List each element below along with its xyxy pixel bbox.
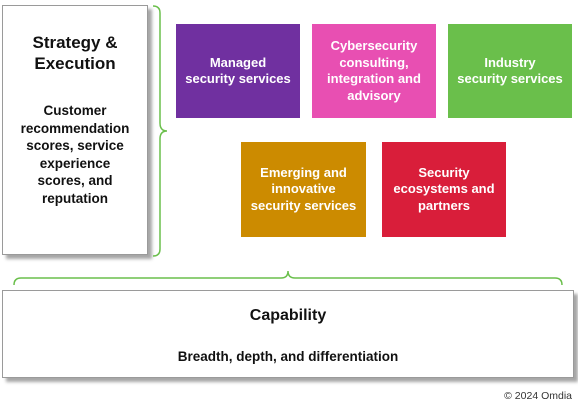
tile-industry-security-services: Industry security services — [448, 24, 572, 118]
tile-security-ecosystems-partners: Security ecosystems and partners — [382, 142, 506, 237]
capability-title: Capability — [249, 307, 327, 324]
strategy-execution-panel: Strategy & Execution Customer recommenda… — [2, 5, 148, 255]
tile-managed-security-services: Managed security services — [176, 24, 300, 118]
tile-emerging-innovative-services: Emerging and innovative security service… — [241, 142, 366, 237]
capability-description: Breadth, depth, and differentiation — [177, 349, 399, 364]
vertical-brace — [152, 5, 168, 257]
strategy-description: Customer recommendation scores, service … — [20, 103, 130, 206]
copyright-notice: © 2024 Omdia — [504, 390, 572, 402]
strategy-title: Strategy & Execution — [32, 33, 118, 73]
horizontal-brace — [13, 270, 563, 286]
capability-panel: Capability Breadth, depth, and different… — [2, 290, 574, 378]
tile-cybersecurity-consulting: Cybersecurity consulting, integration an… — [312, 24, 436, 118]
